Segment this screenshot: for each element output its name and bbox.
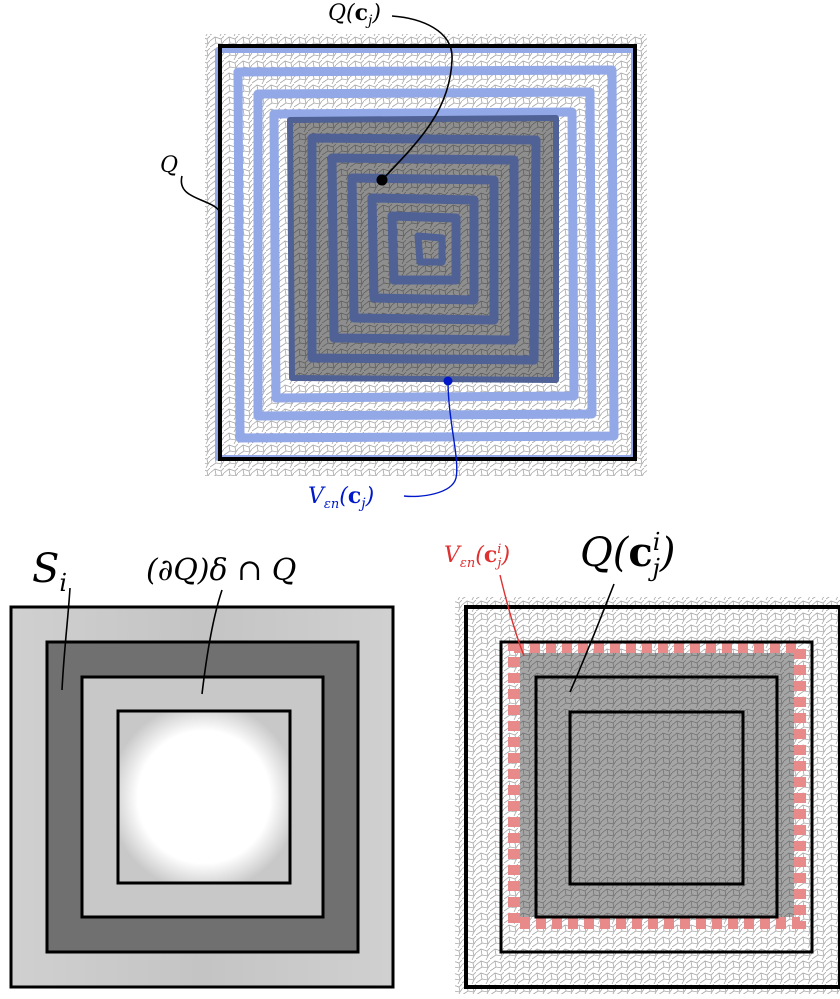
- label-q: Q: [160, 153, 178, 178]
- label-dq-delta: (∂Q)δ ∩ Q: [146, 553, 296, 588]
- label-si: Si: [32, 546, 67, 597]
- top-panel: Q(cj) Q Vεn(cj): [160, 0, 647, 512]
- qcj-leader-line: [381, 15, 453, 181]
- br-frame-inner: [568, 710, 745, 886]
- si-leader-line: [61, 587, 71, 691]
- region-leader-line: [201, 589, 223, 695]
- br-frame-3: [534, 675, 779, 919]
- label-q-cj: Q(cj): [328, 0, 381, 29]
- qcj-marker: [376, 174, 388, 186]
- q-leader-line: [180, 175, 221, 213]
- bottom-left-panel: Si (∂Q)δ ∩ Q: [9, 546, 395, 989]
- veps-leader-line: [403, 380, 458, 498]
- br-frame-2: [499, 640, 814, 954]
- br-veps-leader-line: [499, 574, 525, 657]
- br-frame-outer: [464, 605, 840, 989]
- br-red-band: [508, 641, 806, 929]
- label-veps-cj: Vεn(cj): [308, 483, 374, 512]
- top-frame: [218, 44, 637, 461]
- top-inner-bands: [287, 115, 559, 383]
- br-core: [520, 653, 794, 917]
- bl-inner-square: [116, 709, 292, 885]
- br-q-leader-line: [569, 583, 615, 693]
